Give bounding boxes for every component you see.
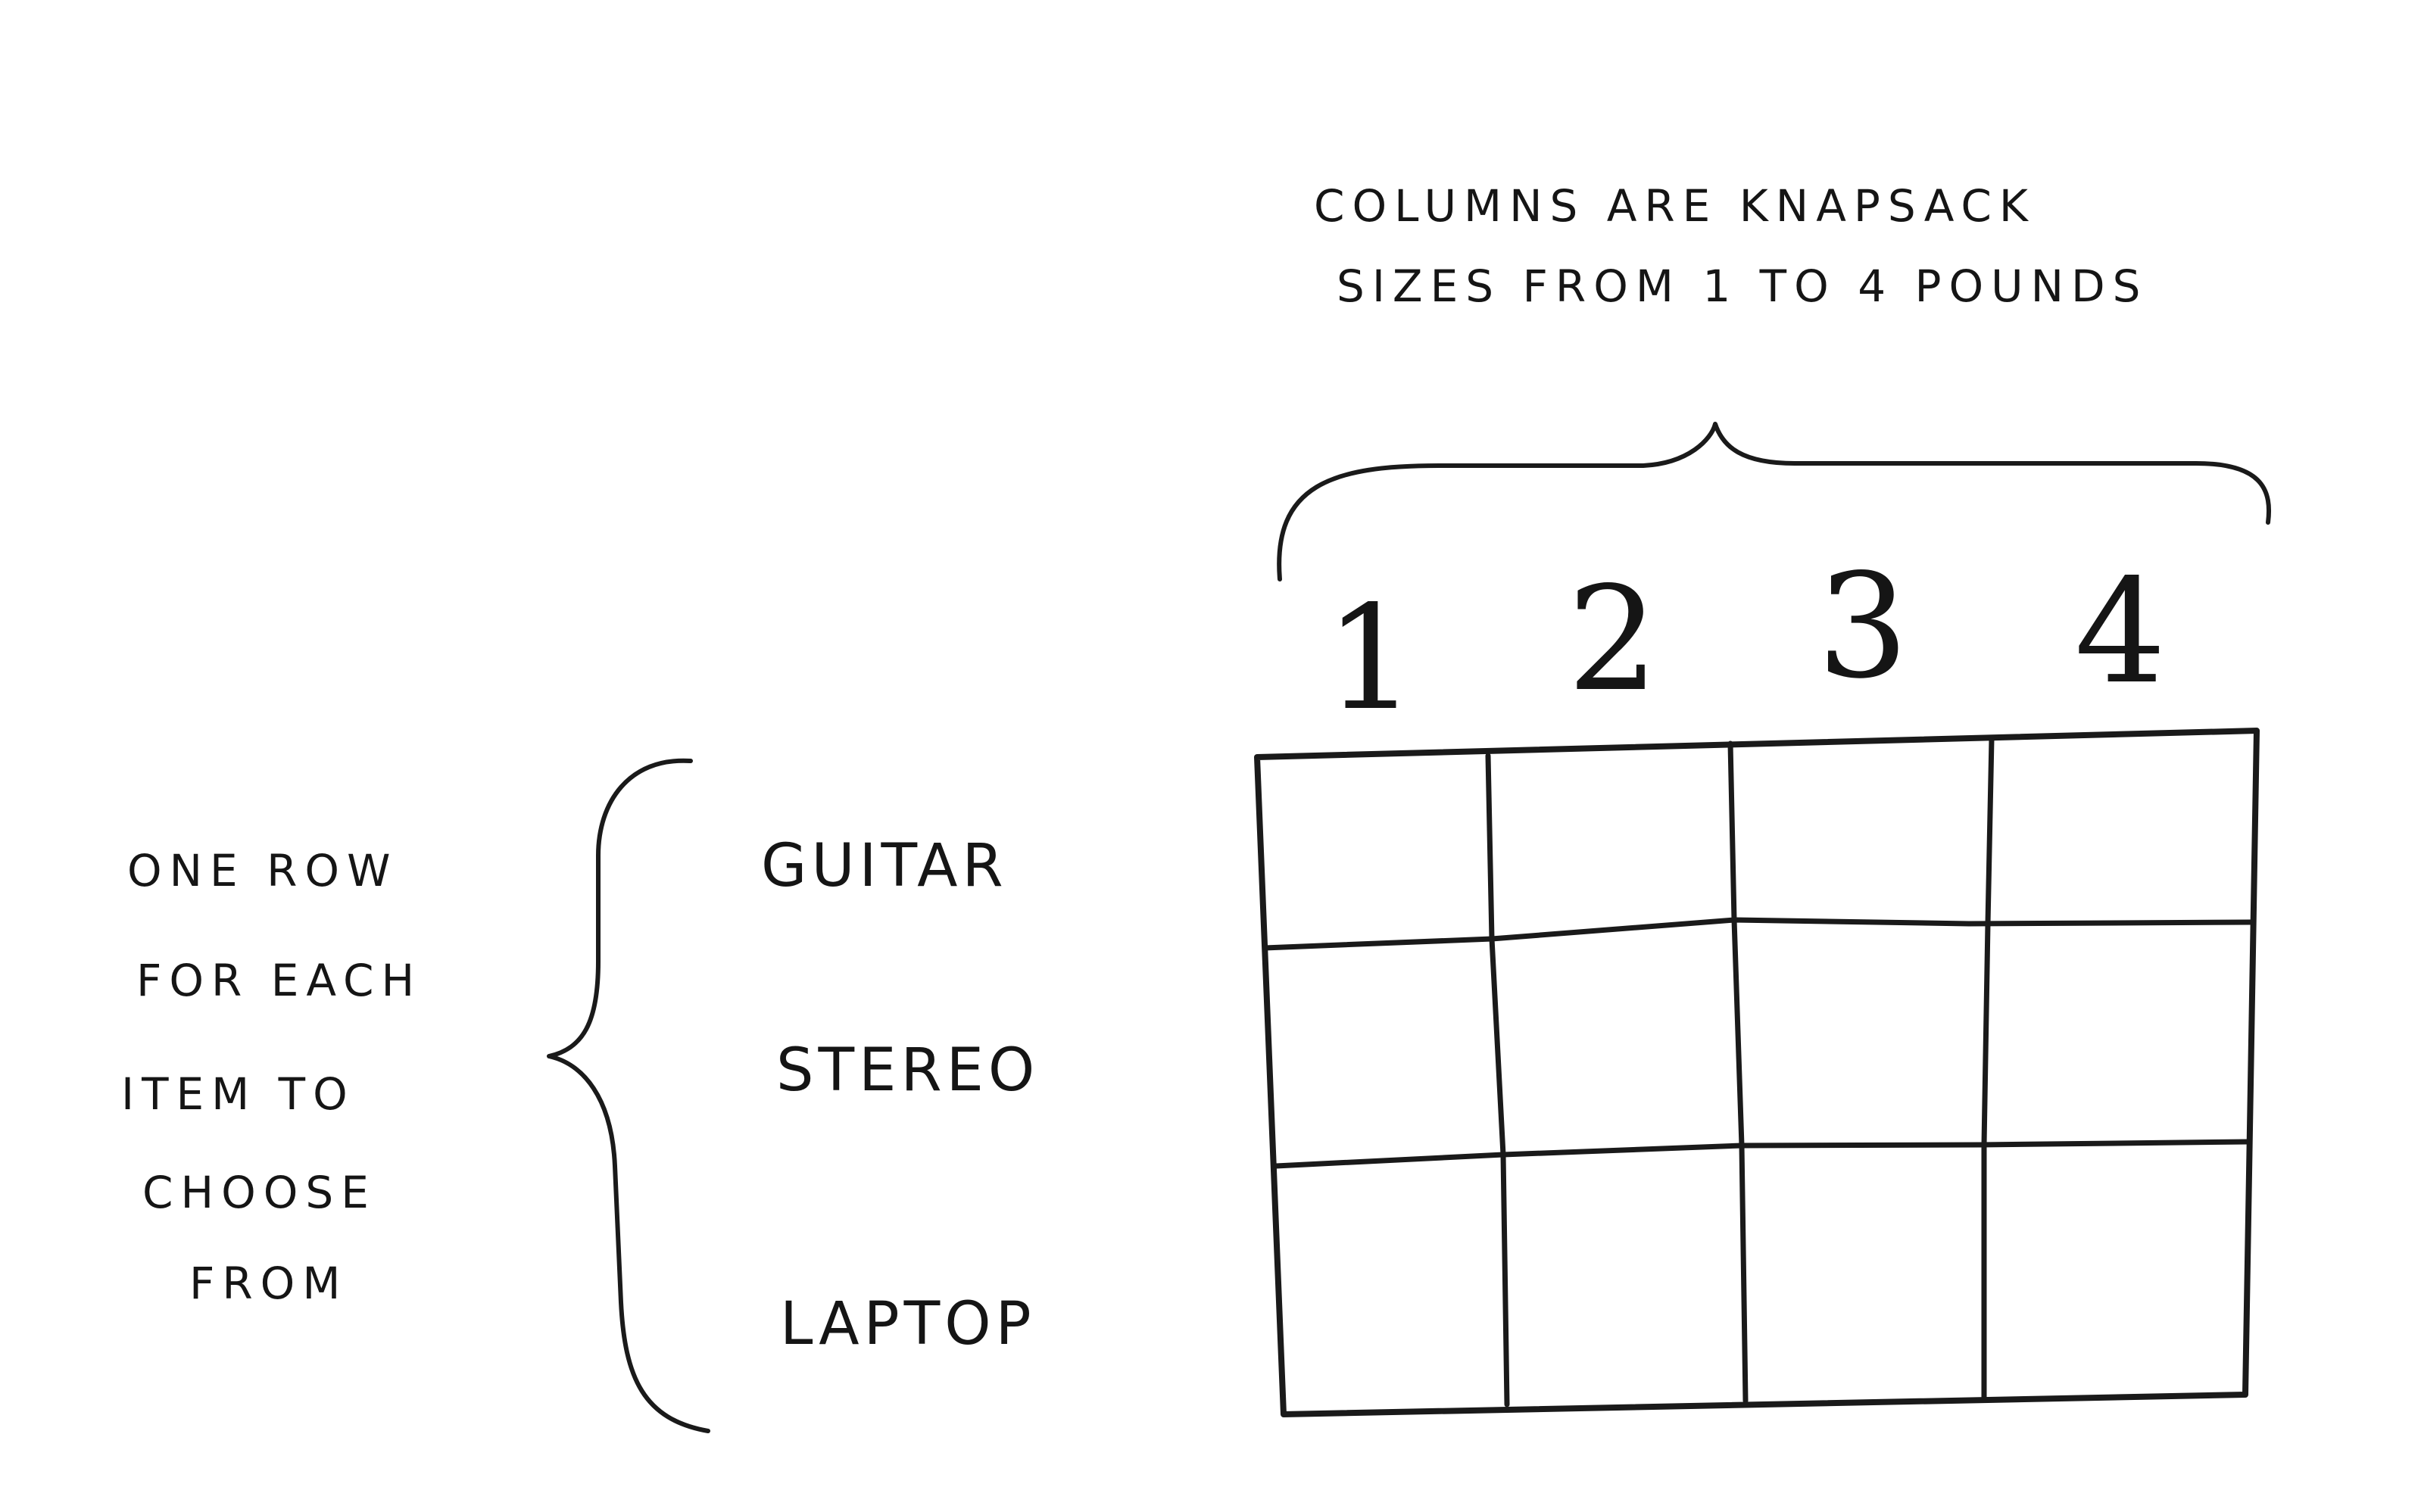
grid-col-divider-1 — [1485, 753, 1510, 1408]
column-header-2: 2 — [1568, 556, 1659, 723]
grid-cell-stereo-2 — [1498, 945, 1736, 1146]
column-brace — [1277, 422, 2272, 581]
grid-cell-laptop-3 — [1746, 1151, 1980, 1395]
grid-cell-guitar-2 — [1496, 757, 1729, 931]
grid-row-divider-1 — [1262, 917, 2254, 951]
left-annotation: ONE ROW FOR EACH ITEM TO CHOOSE FROM — [121, 845, 422, 1309]
left-annotation-line-3: ITEM TO — [121, 1068, 355, 1120]
grid-cells — [1266, 742, 2247, 1407]
grid-row-divider-2 — [1273, 1139, 2251, 1169]
row-label-guitar: GUITAR — [761, 832, 1008, 900]
grid-col-divider-2 — [1727, 740, 1749, 1404]
grid-cell-laptop-1 — [1280, 1172, 1501, 1407]
grid-col-divider-3 — [1981, 736, 1995, 1401]
left-annotation-line-1: ONE ROW — [127, 845, 398, 896]
row-labels: GUITAR STEREO LAPTOP — [761, 832, 1039, 1358]
column-header-3: 3 — [1817, 543, 1909, 710]
grid-cell-stereo-4 — [1990, 927, 2246, 1139]
grid-outer-border — [1254, 728, 2260, 1417]
row-label-stereo: STEREO — [776, 1037, 1039, 1105]
top-annotation-line-2: SIZES FROM 1 TO 4 POUNDS — [1337, 260, 2148, 312]
grid-cell-stereo-1 — [1268, 952, 1492, 1157]
grid-cell-guitar-4 — [1993, 742, 2247, 920]
top-annotation-line-1: COLUMNS ARE KNAPSACK — [1314, 180, 2036, 232]
top-annotation: COLUMNS ARE KNAPSACK SIZES FROM 1 TO 4 P… — [1314, 180, 2148, 312]
left-annotation-line-5: FROM — [189, 1258, 348, 1309]
row-brace — [547, 758, 710, 1433]
row-label-laptop: LAPTOP — [780, 1290, 1036, 1358]
column-header-4: 4 — [2075, 548, 2167, 715]
column-header-1: 1 — [1325, 575, 1417, 742]
grid-cell-guitar-1 — [1266, 765, 1486, 939]
left-annotation-line-4: CHOOSE — [142, 1167, 376, 1218]
knapsack-grid — [1254, 728, 2260, 1417]
grid-cell-laptop-4 — [1988, 1147, 2244, 1393]
grid-cell-stereo-3 — [1740, 927, 1983, 1143]
grid-cell-laptop-2 — [1508, 1160, 1739, 1398]
grid-cell-guitar-3 — [1736, 750, 1986, 920]
left-annotation-line-2: FOR EACH — [136, 955, 422, 1006]
column-headers: 1 2 3 4 — [1325, 543, 2167, 742]
